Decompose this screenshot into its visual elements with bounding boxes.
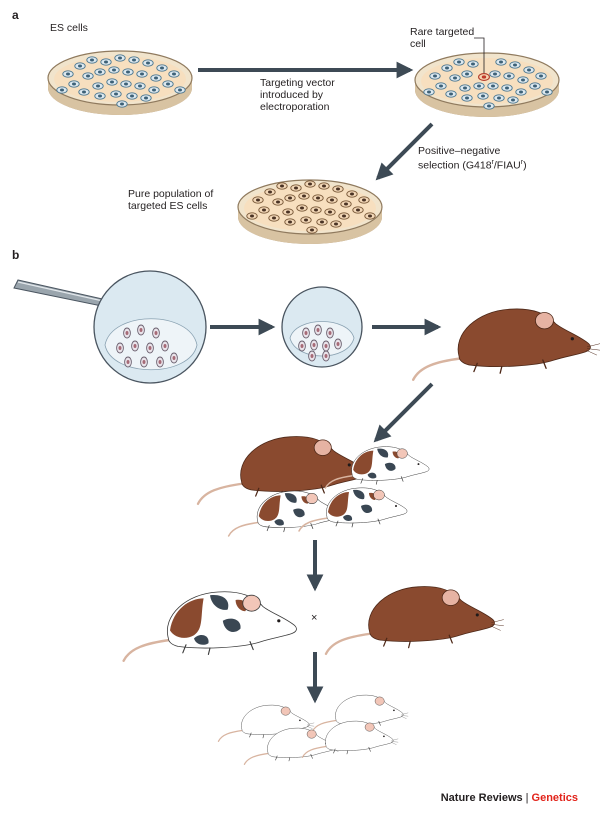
arrow-selection [375,122,434,181]
targeted-cell-pointer [474,37,485,73]
rare-targeted-label-line1: Rare targeted [410,26,475,38]
wildtype-mouse [324,585,505,656]
es-cell-dish [47,50,193,116]
targeting-vector-label-line2: introduced by [260,89,324,101]
rare-targeted-cell [478,73,490,81]
offspring-mice [217,694,409,765]
chimera-litter [196,435,430,537]
panel-label-b: b [12,248,20,262]
selection-label-line2: selection (G418r/FIAUr) [418,159,527,172]
selection-label-line1: Positive–negative [418,145,501,157]
electroporated-dish [414,37,560,118]
targeting-vector-label-line3: electroporation [260,101,330,113]
pure-population-label-line1: Pure population of [128,188,214,200]
blastocyst-injected [281,286,363,368]
rare-targeted-label-line2: cell [410,38,426,50]
pure-population-dish [237,179,383,245]
journal-name: Genetics [531,792,578,804]
panel-label-a: a [12,8,19,22]
journal-credit: Nature Reviews|Genetics [441,792,578,804]
blastocyst-injection [93,270,207,384]
publisher-name: Nature Reviews [440,792,523,804]
arrow-to-litter [373,382,434,443]
es-cells-label: ES cells [50,22,88,34]
targeting-vector-label-line1: Targeting vector [260,77,335,89]
foster-mother-mouse [412,307,600,381]
credit-separator: | [525,792,529,804]
pure-population-label-line2: targeted ES cells [128,200,208,212]
cross-symbol: × [311,612,318,624]
chimera-mouse [122,590,298,662]
